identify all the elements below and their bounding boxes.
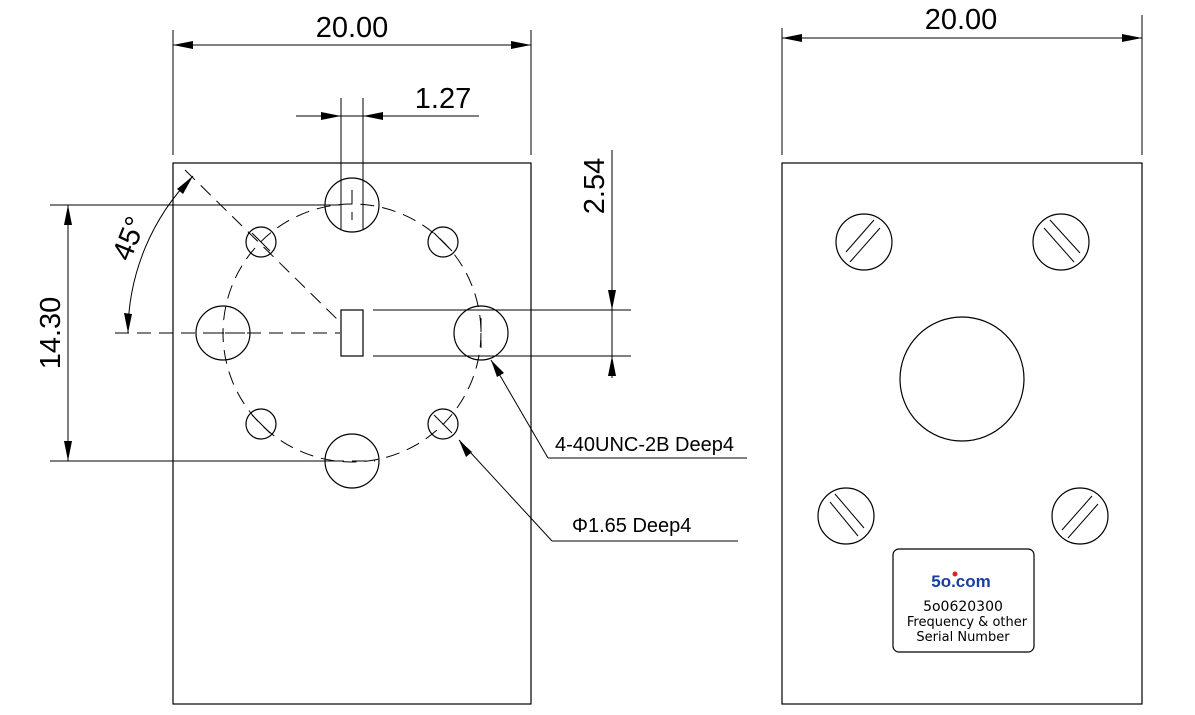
- back-view: 20.00 5o.com: [781, 4, 1143, 705]
- front-body-outline: [172, 162, 532, 705]
- bc-height-arrow-bottom: [64, 441, 72, 461]
- slot-height-arrow-bottom: [608, 356, 616, 376]
- back-width-arrow-right: [1122, 34, 1142, 42]
- screw-top-right: [1032, 213, 1090, 271]
- pin-hole-top-left: [245, 226, 277, 258]
- pin-tick-bl: [251, 414, 271, 434]
- angle-dim-text: 45°: [107, 212, 153, 265]
- serial-label-frame: [892, 548, 1035, 653]
- screw-bottom-left: [817, 487, 875, 545]
- slot-width-dim-text: 1.27: [415, 83, 471, 115]
- front-width-dim-text: 20.00: [316, 12, 389, 44]
- center-slot: [340, 309, 364, 357]
- threaded-leader-line: [490, 359, 549, 459]
- brand-logo: 5o.com: [931, 571, 991, 591]
- part-number: 5o0620300: [923, 599, 1003, 615]
- slot-height-dim-text: 2.54: [579, 158, 611, 214]
- angle-arrow-bottom: [124, 313, 132, 333]
- threaded-leader-arrow: [491, 360, 504, 377]
- bc-height-dim-text: 14.30: [35, 297, 67, 370]
- front-width-arrow-left: [173, 41, 193, 49]
- brand-logo-dot: [952, 571, 958, 577]
- pin-leader-arrow: [459, 440, 472, 457]
- back-body-outline: [781, 162, 1143, 705]
- pin-tick-br: [433, 414, 453, 434]
- angle-arc: [127, 175, 194, 334]
- slot-width-arrow-right: [363, 112, 383, 120]
- bc-height-arrow-top: [64, 205, 72, 225]
- back-width-dim-text: 20.00: [925, 4, 998, 36]
- pin-hole-bottom-left: [245, 408, 277, 440]
- pin-hole-top-right: [427, 226, 459, 258]
- back-width-arrow-left: [782, 34, 802, 42]
- screw-bottom-right: [1051, 487, 1109, 545]
- screw-top-left: [835, 213, 893, 271]
- serial-label: 5o.com 5o0620300 Frequency & other Seria…: [892, 548, 1035, 653]
- diagonal-centerline: [184, 169, 341, 323]
- threaded-hole-right: [453, 305, 509, 361]
- pin-hole-bottom-right: [427, 408, 459, 440]
- angle-arrow-top: [177, 176, 193, 194]
- brand-logo-text: 5o.com: [931, 572, 991, 591]
- threaded-holes-note: 4-40UNC-2B Deep4: [555, 434, 734, 456]
- label-line-1: Frequency & other: [907, 615, 1028, 630]
- pin-leader-line: [458, 439, 553, 542]
- front-width-arrow-right: [511, 41, 531, 49]
- threaded-hole-left: [195, 305, 251, 361]
- pin-tick-tl: [251, 232, 271, 252]
- slot-height-arrow-top: [608, 290, 616, 310]
- slot-width-arrow-left: [321, 112, 341, 120]
- connector-hole: [899, 316, 1025, 442]
- pin-tick-tr: [433, 232, 453, 252]
- front-view: 20.00 1.27 2.54 14.30 45° 4-40UNC-2B Dee…: [35, 12, 747, 705]
- label-line-2: Serial Number: [916, 630, 1010, 645]
- pin-holes-note: Φ1.65 Deep4: [572, 515, 691, 537]
